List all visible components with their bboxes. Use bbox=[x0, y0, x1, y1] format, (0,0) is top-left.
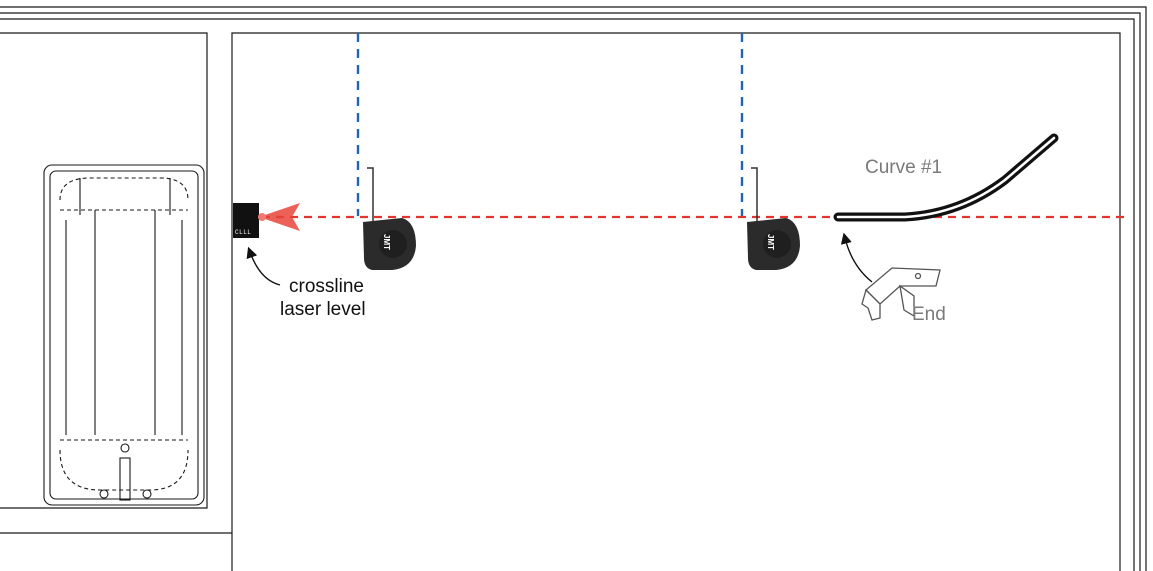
reference-lines bbox=[356, 33, 744, 216]
laser-label-line1: crossline bbox=[289, 276, 364, 297]
end-bracket-icon bbox=[861, 267, 941, 321]
end-label: End bbox=[912, 304, 946, 325]
laser-pointer-arrow bbox=[246, 246, 281, 286]
laser-label-line2: laser level bbox=[280, 299, 366, 320]
end-pointer-arrow bbox=[840, 232, 873, 283]
bathtub-icon bbox=[43, 164, 205, 506]
tape-measure-icon: JMT bbox=[747, 167, 800, 270]
tape-measure-icon: JMT bbox=[363, 167, 416, 270]
room-walls bbox=[0, 6, 1147, 571]
crossline-laser-level-icon: CLLL bbox=[233, 203, 300, 238]
tape-brand-label: JMT bbox=[766, 234, 775, 250]
tape-brand-label: JMT bbox=[382, 234, 391, 250]
curve-label: Curve #1 bbox=[865, 157, 942, 178]
alcove-walls bbox=[0, 32, 1121, 571]
curved-track-icon bbox=[833, 133, 1059, 222]
laser-brand-label: CLLL bbox=[235, 229, 251, 236]
